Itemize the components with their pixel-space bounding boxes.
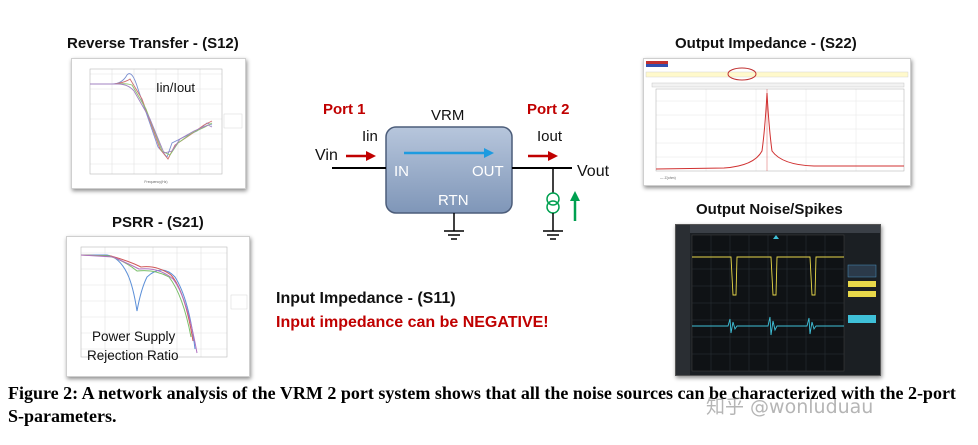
s12-plot: Frequency(Hz) xyxy=(71,58,246,189)
iin-label: Iin xyxy=(362,128,378,145)
s11-title: Input Impedance - (S11) xyxy=(276,290,456,307)
port2-label: Port 2 xyxy=(527,101,570,118)
watermark: 知乎 @wonluduau xyxy=(706,396,874,418)
psrr-plot xyxy=(66,236,250,377)
s12-annotation: Iin/Iout xyxy=(156,80,196,95)
s22-plot-svg: — Z(ohm) xyxy=(645,61,909,180)
figure-caption: Figure 2: A network analysis of the VRM … xyxy=(8,383,956,426)
vin-label: Vin xyxy=(315,147,338,164)
vrm-label: VRM xyxy=(431,107,465,124)
s22-plot: — Z(ohm) xyxy=(643,58,911,186)
noise-scope xyxy=(675,224,881,376)
s11-note: Input impedance can be NEGATIVE! xyxy=(276,314,549,331)
noise-scope-svg xyxy=(676,225,880,375)
s21-title: PSRR - (S21) xyxy=(112,214,204,231)
vrm-block xyxy=(385,126,513,214)
iout-label: Iout xyxy=(537,128,563,145)
s12-plot-svg: Frequency(Hz) xyxy=(89,68,243,184)
in-port-label: IN xyxy=(394,163,409,180)
psrr-grid xyxy=(81,247,227,357)
svg-text:— Z(ohm): — Z(ohm) xyxy=(660,176,676,180)
s22-grid xyxy=(656,89,904,171)
psrr-label-line1: Power Supply xyxy=(92,329,176,344)
out-port-label: OUT xyxy=(472,163,504,180)
scope-grid xyxy=(692,235,844,371)
s12-title: Reverse Transfer - (S12) xyxy=(67,35,239,52)
port1-label: Port 1 xyxy=(323,101,366,118)
s12-legend xyxy=(223,113,243,129)
svg-text:Frequency(Hz): Frequency(Hz) xyxy=(144,180,167,184)
rtn-label: RTN xyxy=(438,192,469,209)
noise-title: Output Noise/Spikes xyxy=(696,201,843,218)
psrr-label-line2: Rejection Ratio xyxy=(87,348,179,363)
vout-label: Vout xyxy=(577,163,610,180)
psrr-plot-svg xyxy=(80,246,248,358)
s22-title: Output Impedance - (S22) xyxy=(675,35,857,52)
vrm-diagram xyxy=(332,126,580,240)
